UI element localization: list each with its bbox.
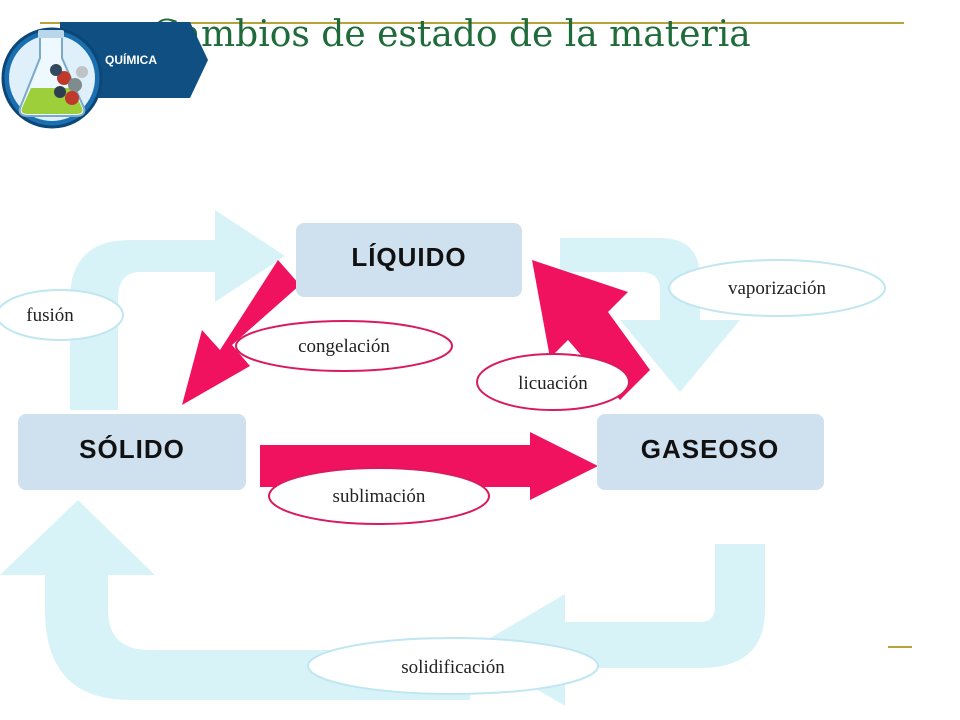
process-label: congelación — [298, 336, 390, 357]
badge-label: QUÍMICA — [105, 52, 157, 67]
process-label: solidificación — [401, 657, 505, 678]
slide-title: Cambios de estado de la materia — [152, 14, 751, 55]
process-congelacion: congelación — [235, 320, 453, 372]
process-sublimacion: sublimación — [268, 467, 490, 525]
state-liquido: LÍQUIDO — [296, 223, 522, 297]
state-label: LÍQUIDO — [351, 242, 466, 272]
state-label: SÓLIDO — [79, 434, 185, 464]
process-label: sublimación — [333, 486, 426, 507]
liquefaction-arrow — [532, 260, 650, 400]
process-label: licuación — [518, 373, 588, 394]
process-solidificacion: solidificación — [307, 637, 599, 695]
process-fusion: fusión — [0, 289, 124, 341]
title-top-rule — [40, 22, 904, 24]
process-label: vaporización — [728, 278, 827, 299]
congelation-arrow — [182, 260, 300, 405]
process-vaporizacion: vaporización — [668, 259, 886, 317]
process-label: fusión — [26, 305, 74, 326]
state-solido: SÓLIDO — [18, 414, 246, 490]
state-gaseoso: GASEOSO — [597, 414, 824, 490]
process-licuacion: licuación — [476, 353, 630, 411]
fusion-arrow — [70, 210, 285, 410]
flask-with-molecules-icon — [1, 27, 103, 129]
corner-accent-rule — [888, 646, 912, 648]
state-label: GASEOSO — [641, 434, 779, 464]
chemistry-badge: QUÍMICA — [1, 22, 208, 129]
